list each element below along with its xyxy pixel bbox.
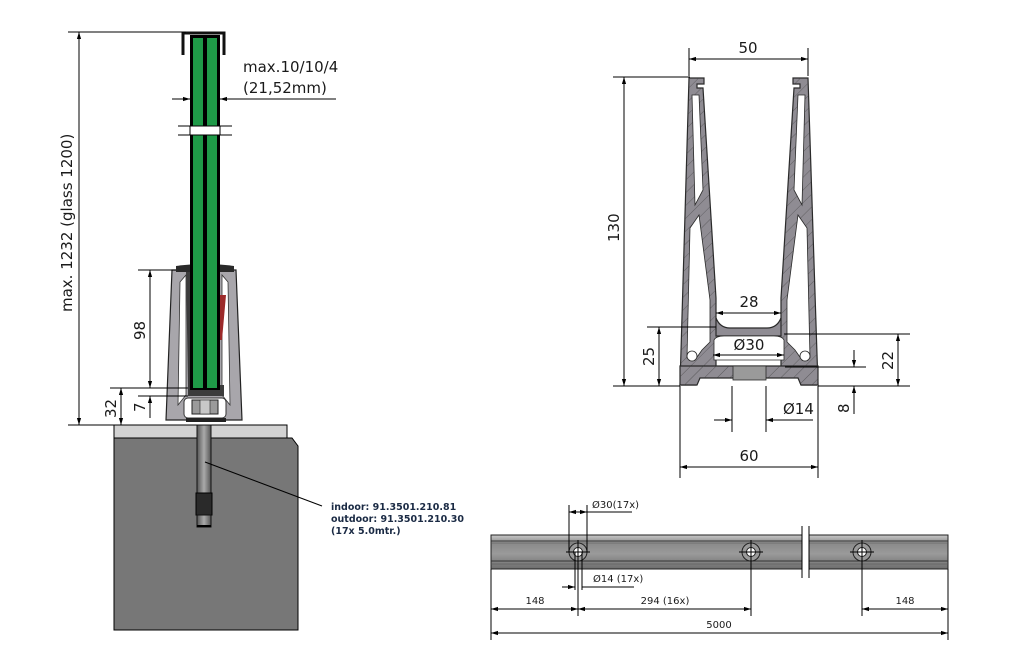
glass-spec-line1: max.10/10/4 — [243, 58, 338, 76]
anchor-bolt — [195, 424, 213, 528]
anchor-note-outdoor: outdoor: 91.3501.210.30 — [331, 514, 464, 525]
anchor-note-quantity: (17x 5.0mtr.) — [331, 526, 401, 537]
glass-spec-line2: (21,52mm) — [243, 79, 327, 97]
right-edge-label: 148 — [895, 596, 914, 607]
bottom-width-label: 60 — [739, 447, 758, 465]
rail-small-hole-label: Ø14 (17x) — [593, 573, 643, 585]
spacing-label: 294 (16x) — [641, 596, 690, 607]
base-offset-label: 7 — [131, 402, 149, 412]
hole-2 — [739, 540, 763, 564]
hole-3 — [850, 540, 874, 564]
top-view-rail: Ø30(17x) Ø14 (17x) 148 294 (16x) 148 500… — [490, 499, 949, 640]
height-label: 130 — [605, 213, 623, 242]
inner-width-label: 28 — [739, 293, 758, 311]
top-width-label: 50 — [738, 39, 757, 57]
glass-pane — [178, 31, 232, 390]
side-view: max.10/10/4 (21,52mm) max. 1232 (glass 1… — [58, 31, 464, 631]
base-height-label: 32 — [102, 399, 120, 418]
base-thickness-label: 8 — [835, 403, 853, 413]
right-lower-height-label: 22 — [879, 351, 897, 370]
cross-section: 50 130 28 Ø30 25 22 8 Ø14 — [605, 39, 910, 478]
large-hole-label: Ø30 — [734, 336, 765, 354]
profile-height-label: 98 — [131, 321, 149, 340]
total-length-label: 5000 — [706, 620, 731, 631]
anchor-note-indoor: indoor: 91.3501.210.81 — [331, 502, 456, 513]
left-edge-label: 148 — [525, 596, 544, 607]
rail-large-hole-label: Ø30(17x) — [592, 499, 639, 511]
total-height-label: max. 1232 (glass 1200) — [58, 134, 76, 312]
left-lower-height-label: 25 — [640, 347, 658, 366]
profile-center-web — [715, 317, 782, 337]
small-hole-label: Ø14 — [783, 400, 814, 418]
